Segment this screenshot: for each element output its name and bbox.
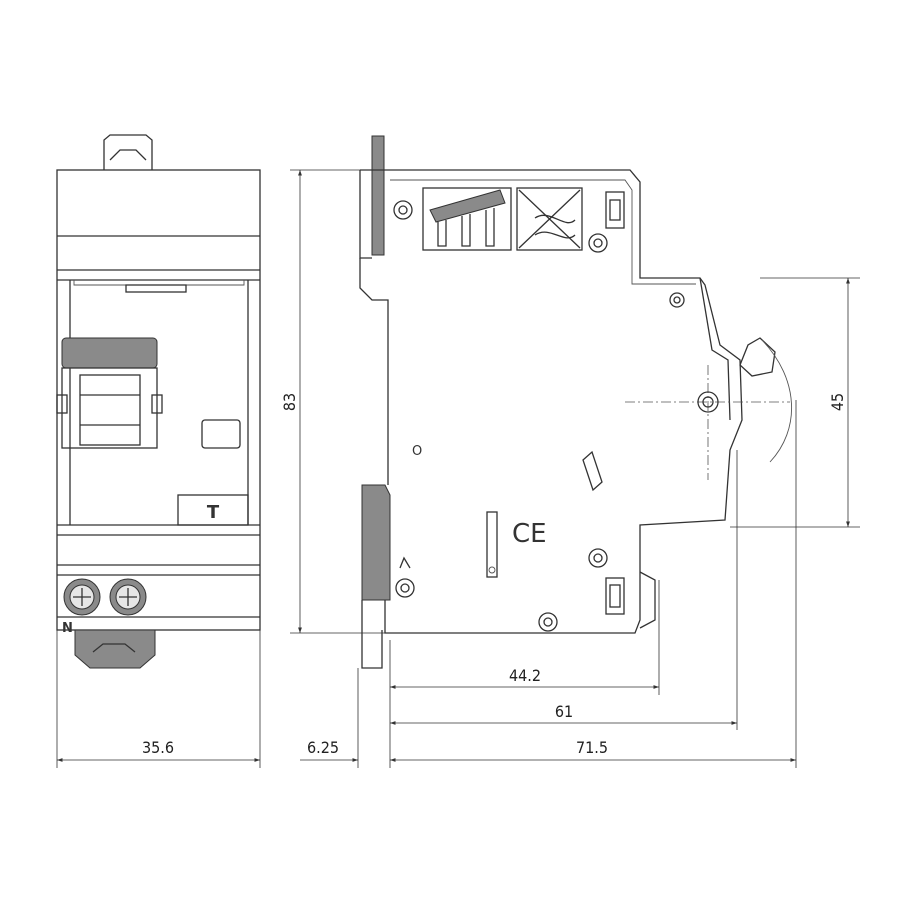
mounting-screw <box>538 612 558 632</box>
terminal-screw <box>63 578 101 616</box>
mounting-screw <box>588 548 608 568</box>
off-symbol: O <box>412 444 422 459</box>
dim-terminal-depth: 44.2 <box>509 666 541 685</box>
dim-front-width: 35.6 <box>142 738 174 757</box>
dim-handle-depth: 61 <box>555 702 573 721</box>
mounting-screw <box>588 233 608 253</box>
brand-logo-box <box>422 187 512 251</box>
dim-front-height: 45 <box>828 393 847 411</box>
indicator-window <box>201 419 241 449</box>
dim-total-depth: 71.5 <box>576 738 608 757</box>
dim-rail-offset: 6.25 <box>307 738 339 757</box>
front-view: T N <box>56 134 261 669</box>
side-view: O CE <box>359 135 793 669</box>
dim-height: 83 <box>280 393 299 411</box>
mounting-screw <box>395 578 415 598</box>
dimension-lines: 35.6 83 6.25 44.2 61 71.5 45 <box>56 169 860 768</box>
mounting-screw <box>669 292 685 308</box>
neutral-mark: N <box>62 621 73 636</box>
mounting-screw <box>393 200 413 220</box>
terminal-screw <box>109 578 147 616</box>
ce-mark: CE <box>512 519 547 549</box>
test-button-label: T <box>207 502 220 523</box>
symbol-box <box>516 187 583 251</box>
